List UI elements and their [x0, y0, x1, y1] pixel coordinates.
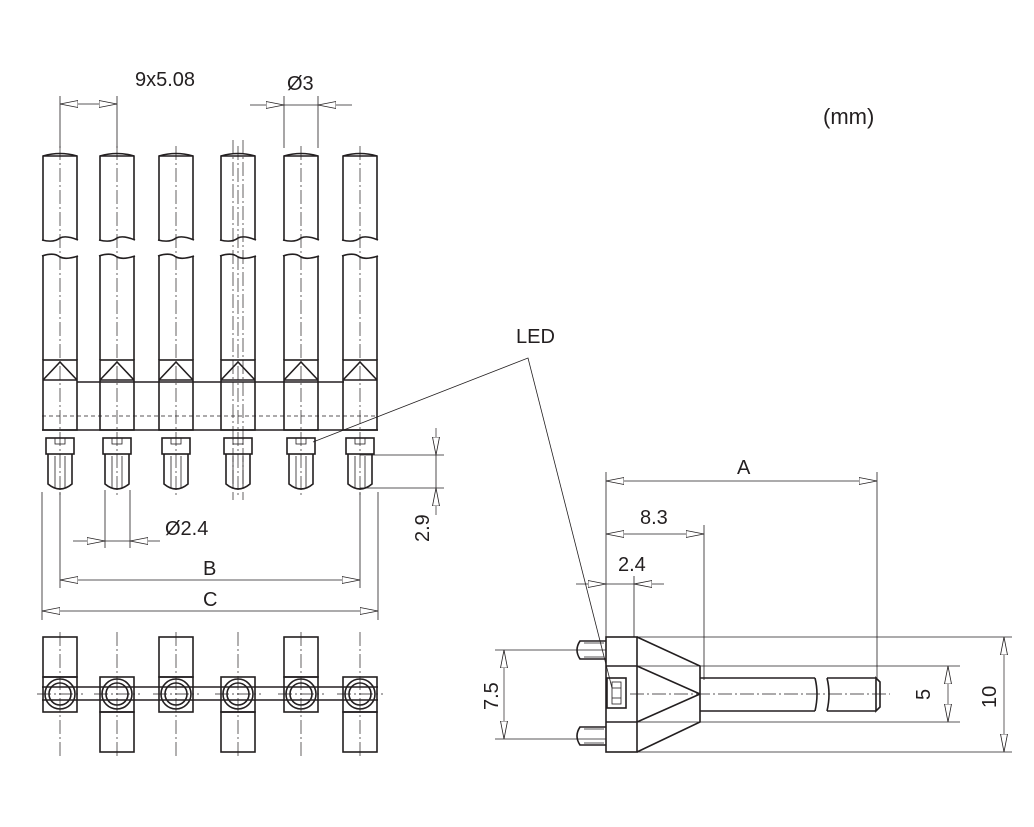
dim-2-9: 2.9 [360, 428, 444, 542]
led-column-4 [219, 140, 257, 500]
led-column-6 [341, 146, 379, 498]
led-column-5 [282, 146, 320, 498]
dim-b: B [59, 492, 361, 588]
led-column-3 [157, 146, 195, 498]
led-callout: LED [312, 326, 613, 689]
dim-2-9-label: 2.9 [412, 514, 434, 542]
dim-8-3: 8.3 [606, 507, 705, 680]
dim-c: C [41, 492, 379, 620]
lens-diameter-label: Ø3 [287, 73, 314, 95]
leg-diameter-label: Ø2.4 [165, 518, 208, 540]
unit-label: (mm) [823, 104, 874, 129]
dim-5-label: 5 [913, 689, 935, 700]
dim-pitch: 9x5.08 [59, 69, 195, 148]
dim-a: A [605, 457, 878, 678]
bottom-unit-4 [215, 632, 261, 756]
led-column-2 [98, 146, 136, 498]
dim-a-label: A [737, 457, 751, 479]
dim-2-4-label: 2.4 [618, 554, 646, 576]
dim-10-label: 10 [979, 686, 1001, 708]
bottom-unit-5 [278, 632, 324, 756]
dim-c-label: C [203, 589, 217, 611]
bottom-view [37, 632, 383, 756]
dim-5: 5 [637, 665, 960, 723]
bottom-unit-3 [153, 632, 199, 756]
dim-8-3-label: 8.3 [640, 507, 668, 529]
dim-7-5-label: 7.5 [481, 682, 503, 710]
led-column-1 [41, 146, 79, 498]
dim-b-label: B [203, 558, 216, 580]
dim-lens-diameter: Ø3 [250, 73, 352, 148]
bottom-unit-1 [37, 632, 83, 756]
side-view [576, 636, 890, 753]
front-view [41, 140, 379, 500]
dim-leg-diameter: Ø2.4 [73, 490, 208, 548]
bottom-unit-6 [337, 632, 383, 756]
dim-10: 10 [637, 636, 1012, 753]
pitch-label: 9x5.08 [135, 69, 195, 91]
led-label: LED [516, 326, 555, 348]
dim-7-5: 7.5 [481, 649, 606, 740]
dim-2-4: 2.4 [576, 554, 664, 637]
bottom-unit-2 [94, 632, 140, 756]
